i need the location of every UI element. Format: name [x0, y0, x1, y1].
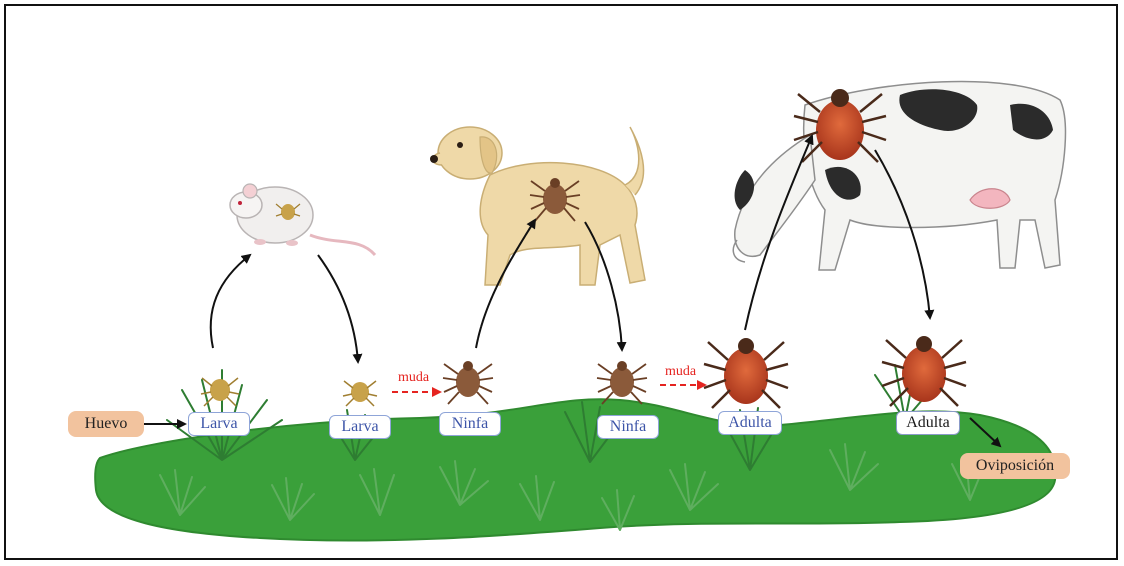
stage-label-nymph-1: Ninfa: [439, 412, 501, 436]
cow-icon: [733, 81, 1065, 270]
molt-arrows: [392, 385, 705, 392]
oviposition-label: Oviposición: [960, 453, 1070, 479]
stage-label-larva-1: Larva: [188, 412, 250, 436]
stage-label-adult-2: Adulta: [896, 411, 960, 435]
nymph-tick-1: [443, 361, 493, 404]
molt-label-2: muda: [665, 364, 696, 380]
adult-tick-2: [882, 336, 966, 406]
mouse-icon: [230, 184, 375, 255]
arrow-mouse-to-larva: [318, 255, 358, 362]
arrow-larva-to-mouse: [211, 255, 250, 348]
molt-label-1: muda: [398, 370, 429, 386]
stage-label-adult-1: Adulta: [718, 411, 782, 435]
egg-label: Huevo: [68, 411, 144, 437]
stage-label-larva-2: Larva: [329, 415, 391, 439]
stage-label-nymph-2: Ninfa: [597, 415, 659, 439]
adult-tick-1: [704, 338, 788, 408]
nymph-tick-2: [597, 361, 647, 404]
larva-tick-2: [343, 381, 377, 406]
